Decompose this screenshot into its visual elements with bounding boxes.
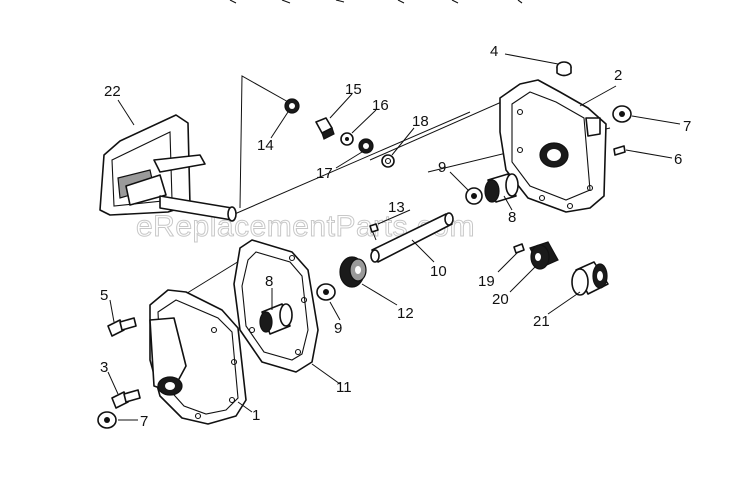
callout-19: 19 — [478, 273, 495, 290]
part-10-shaft — [370, 212, 454, 263]
callout-8-upper: 8 — [508, 209, 516, 226]
part-17-seal — [358, 138, 374, 154]
callout-9-upper: 9 — [438, 159, 446, 176]
part-4-plug — [556, 61, 572, 77]
callout-22: 22 — [104, 83, 121, 100]
callout-10: 10 — [430, 263, 447, 280]
part-14-nut — [284, 98, 300, 114]
callout-20: 20 — [492, 291, 509, 308]
part-6-key — [613, 145, 626, 156]
callout-16: 16 — [372, 97, 389, 114]
part-19-key — [513, 243, 525, 254]
part-20-pinion-gear — [529, 241, 559, 270]
part-8-bearing-lower — [259, 303, 293, 335]
part-18-washer — [381, 154, 395, 168]
part-8-bearing-upper — [484, 173, 519, 203]
callout-1: 1 — [252, 407, 260, 424]
callout-8-lower: 8 — [265, 273, 273, 290]
callout-6: 6 — [674, 151, 682, 168]
part-9-washer-lower — [316, 283, 336, 301]
callout-leaders — [107, 53, 681, 421]
part-15-bearing — [315, 117, 335, 140]
callout-18: 18 — [412, 113, 429, 130]
part-7-washer-right — [612, 105, 632, 123]
part-22-impeller-assembly — [99, 114, 237, 222]
callout-17: 17 — [316, 165, 333, 182]
callout-9-lower: 9 — [334, 320, 342, 337]
part-5-bolt — [107, 317, 137, 337]
callout-4: 4 — [490, 43, 498, 60]
part-1-gear-case-left — [149, 289, 247, 425]
part-21-bearing — [571, 261, 609, 296]
part-16-washer — [340, 132, 354, 146]
callout-3: 3 — [100, 359, 108, 376]
callout-15: 15 — [345, 81, 362, 98]
callout-5: 5 — [100, 287, 108, 304]
callout-12: 12 — [397, 305, 414, 322]
callout-11: 11 — [336, 379, 352, 396]
part-2-gear-case-right — [499, 79, 607, 213]
callout-14: 14 — [257, 137, 274, 154]
callout-labels: 22 4 2 7 6 15 16 14 17 18 9 8 13 10 19 2… — [100, 43, 691, 430]
part-12-worm-gear — [339, 256, 367, 288]
callout-2: 2 — [614, 67, 622, 84]
callout-7-left: 7 — [140, 413, 148, 430]
callout-7-right: 7 — [683, 118, 691, 135]
callout-21: 21 — [533, 313, 550, 330]
part-3-bolt — [111, 389, 141, 409]
part-9-washer-upper — [465, 187, 483, 205]
part-13-key — [369, 223, 379, 241]
callout-13: 13 — [388, 199, 405, 216]
part-7-washer-left — [97, 411, 117, 429]
cropped-header-remnant — [229, 0, 523, 4]
